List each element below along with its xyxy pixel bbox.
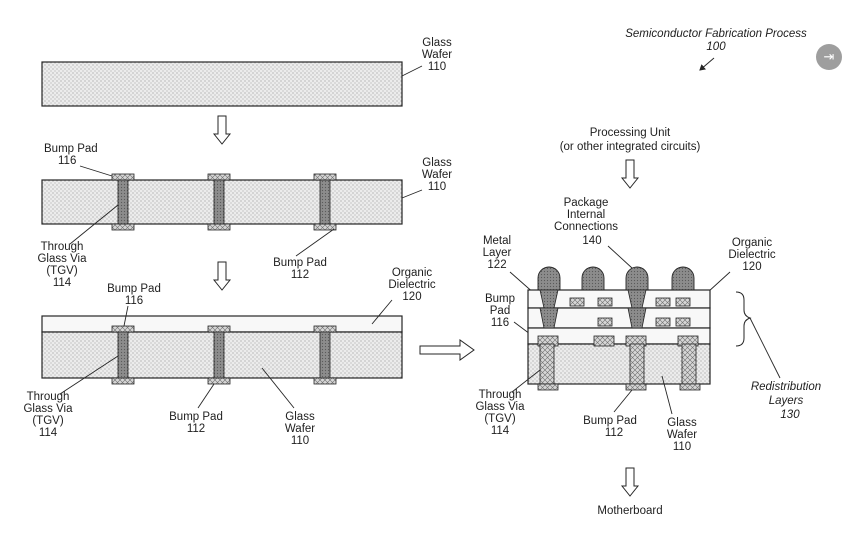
wafer-label-step1: Glass Wafer 110 [401, 37, 452, 77]
metal-layer-label: Metal Layer 122 [483, 235, 545, 303]
via-column-step2 [111, 173, 337, 231]
svg-text:Bump Pad: Bump Pad [44, 143, 98, 155]
via-column-step3 [111, 325, 337, 385]
svg-text:Glass: Glass [667, 417, 697, 429]
svg-text:116: 116 [58, 155, 76, 167]
svg-text:Glass Via: Glass Via [37, 253, 87, 265]
svg-text:Glass: Glass [422, 37, 452, 49]
svg-text:116: 116 [125, 295, 143, 307]
bump-pad-116-label-step2: Bump Pad 116 [44, 143, 113, 177]
svg-text:Bump Pad: Bump Pad [169, 411, 223, 423]
dielectric-label-step4: Organic Dielectric 120 [707, 237, 776, 293]
svg-text:130: 130 [780, 409, 800, 421]
svg-text:Glass Via: Glass Via [475, 401, 525, 413]
svg-text:100: 100 [706, 41, 726, 53]
solder-bumps [537, 266, 695, 291]
svg-text:Layers: Layers [769, 395, 804, 407]
svg-text:Internal: Internal [567, 209, 605, 221]
svg-text:114: 114 [491, 425, 510, 437]
glass-wafer-step4 [527, 343, 711, 385]
process-arrow-down-3 [620, 159, 640, 189]
svg-text:Wafer: Wafer [422, 49, 452, 61]
svg-text:Redistribution: Redistribution [751, 381, 821, 393]
svg-text:Through: Through [479, 389, 522, 401]
svg-text:140: 140 [582, 235, 601, 247]
svg-text:Wafer: Wafer [422, 169, 452, 181]
tgv-label-step3: Through Glass Via (TGV) 114 [23, 355, 119, 439]
svg-text:(or other integrated circuits): (or other integrated circuits) [560, 141, 701, 153]
svg-text:Layer: Layer [483, 247, 512, 259]
svg-text:Through: Through [27, 391, 70, 403]
svg-text:Dielectric: Dielectric [388, 279, 436, 291]
svg-text:114: 114 [39, 427, 58, 439]
svg-text:Organic: Organic [392, 267, 433, 279]
bump-pad-112-label-step2: Bump Pad 112 [273, 228, 335, 281]
glass-wafer-step1 [41, 61, 403, 107]
wafer-label-step4: Glass Wafer 110 [661, 375, 697, 453]
svg-text:110: 110 [291, 435, 309, 447]
svg-text:Processing Unit: Processing Unit [590, 127, 671, 139]
process-arrow-right [419, 339, 475, 361]
svg-text:110: 110 [428, 181, 446, 193]
process-arrow-down-4 [620, 467, 640, 497]
svg-text:Semiconductor Fabrication Proc: Semiconductor Fabrication Process [625, 28, 807, 40]
svg-text:114: 114 [53, 277, 72, 289]
svg-text:Organic: Organic [732, 237, 773, 249]
svg-text:(TGV): (TGV) [46, 265, 77, 277]
process-arrow-down-2 [212, 261, 232, 291]
svg-text:Bump Pad: Bump Pad [107, 283, 161, 295]
process-arrow-down-1 [212, 115, 232, 145]
svg-text:Glass Via: Glass Via [23, 403, 73, 415]
metal-pads [569, 297, 699, 347]
wafer-label-step2: Glass Wafer 110 [401, 157, 452, 199]
wafer-label-step3: Glass Wafer 110 [261, 367, 315, 447]
redistribution-label: Redistribution Layers 130 [751, 381, 821, 421]
dielectric-label-step3: Organic Dielectric 120 [371, 267, 436, 325]
svg-text:Through: Through [41, 241, 84, 253]
open-in-icon[interactable]: ⇥ [816, 44, 842, 70]
package-connections-label: Package Internal Connections 140 [554, 197, 633, 269]
svg-text:(TGV): (TGV) [32, 415, 63, 427]
bump-pad-116-label-step3: Bump Pad 116 [107, 283, 161, 327]
figure-title: Semiconductor Fabrication Process 100 [625, 28, 807, 71]
svg-text:110: 110 [673, 441, 691, 453]
svg-text:122: 122 [487, 259, 506, 271]
svg-text:Bump Pad: Bump Pad [583, 415, 637, 427]
bump-pad-112-label-step3: Bump Pad 112 [169, 383, 223, 435]
svg-text:Metal: Metal [483, 235, 511, 247]
svg-text:116: 116 [491, 317, 509, 329]
svg-text:Bump: Bump [485, 293, 515, 305]
svg-text:Dielectric: Dielectric [728, 249, 776, 261]
svg-text:Glass: Glass [422, 157, 452, 169]
svg-text:Bump Pad: Bump Pad [273, 257, 327, 269]
svg-text:120: 120 [402, 291, 421, 303]
stacked-vias [537, 289, 647, 347]
motherboard-label: Motherboard [597, 505, 662, 517]
svg-text:Package: Package [564, 197, 609, 209]
redistribution-brace [735, 291, 781, 379]
svg-text:Wafer: Wafer [667, 429, 697, 441]
svg-text:120: 120 [742, 261, 761, 273]
svg-text:112: 112 [291, 269, 309, 281]
svg-text:Pad: Pad [490, 305, 510, 317]
bump-pad-112-label-step4: Bump Pad 112 [583, 389, 637, 439]
svg-text:112: 112 [187, 423, 205, 435]
processing-unit-label: Processing Unit (or other integrated cir… [560, 127, 701, 153]
svg-text:Wafer: Wafer [285, 423, 315, 435]
svg-text:112: 112 [605, 427, 623, 439]
tgv-label-step2: Through Glass Via (TGV) 114 [37, 204, 119, 289]
tgv-step4 [537, 343, 701, 391]
svg-text:Connections: Connections [554, 221, 618, 233]
svg-text:Glass: Glass [285, 411, 315, 423]
tgv-label-step4: Through Glass Via (TGV) 114 [475, 369, 541, 437]
svg-text:(TGV): (TGV) [484, 413, 515, 425]
svg-text:110: 110 [428, 61, 446, 73]
